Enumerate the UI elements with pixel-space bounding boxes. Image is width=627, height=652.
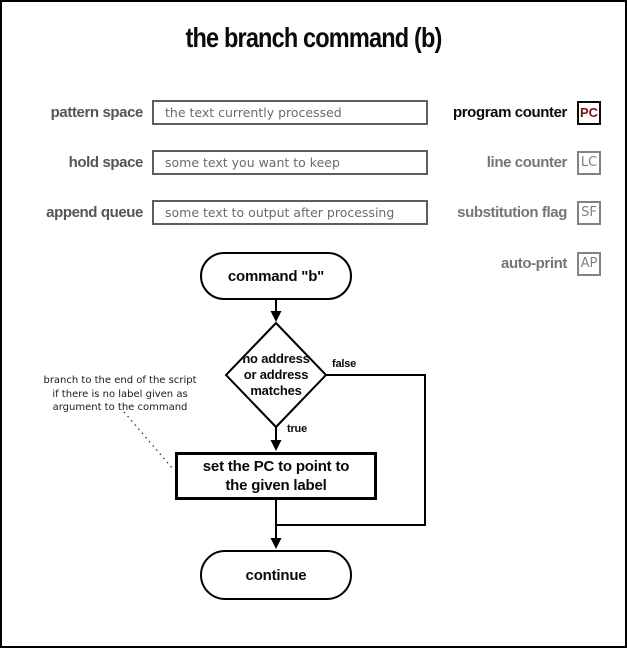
line-counter-box: LC: [577, 151, 601, 175]
auto-print-label: auto-print: [501, 255, 567, 272]
annotation-leader-line: [123, 411, 174, 470]
arrowhead-end: [270, 538, 282, 549]
arrowhead-process: [270, 440, 282, 451]
arrowhead-decision: [270, 311, 282, 322]
substitution-flag-box: SF: [577, 201, 601, 225]
hold-space-value: some text you want to keep: [165, 155, 340, 170]
true-edge-label: true: [287, 423, 307, 435]
end-node-label: continue: [245, 566, 307, 584]
process-line-2: the given label: [225, 477, 327, 494]
end-node: continue: [200, 550, 352, 600]
edge-false-path: [277, 374, 426, 526]
process-line-1: set the PC to point to: [202, 458, 350, 475]
page-title: the branch command (b): [185, 22, 443, 53]
pattern-space-box: the text currently processed: [152, 100, 428, 125]
line-counter-label: line counter: [486, 154, 568, 171]
hold-space-label: hold space: [68, 154, 144, 171]
false-edge-label: false: [332, 358, 357, 370]
append-queue-value: some text to output after processing: [165, 205, 395, 220]
append-queue-label: append queue: [46, 204, 143, 221]
program-counter-label: program counter: [452, 104, 567, 121]
pattern-space-value: the text currently processed: [165, 105, 342, 120]
program-counter-box: PC: [577, 101, 601, 125]
decision-text: no address or address matches: [242, 351, 310, 398]
append-queue-box: some text to output after processing: [152, 200, 428, 225]
process-node: set the PC to point to the given label: [175, 452, 377, 500]
substitution-flag-label: substitution flag: [457, 204, 567, 221]
pattern-space-label: pattern space: [50, 104, 144, 121]
start-node-label: command "b": [227, 267, 325, 285]
branch-annotation: branch to the end of the script if there…: [43, 375, 197, 413]
start-node: command "b": [200, 252, 352, 300]
hold-space-box: some text you want to keep: [152, 150, 428, 175]
auto-print-box: AP: [577, 252, 601, 276]
